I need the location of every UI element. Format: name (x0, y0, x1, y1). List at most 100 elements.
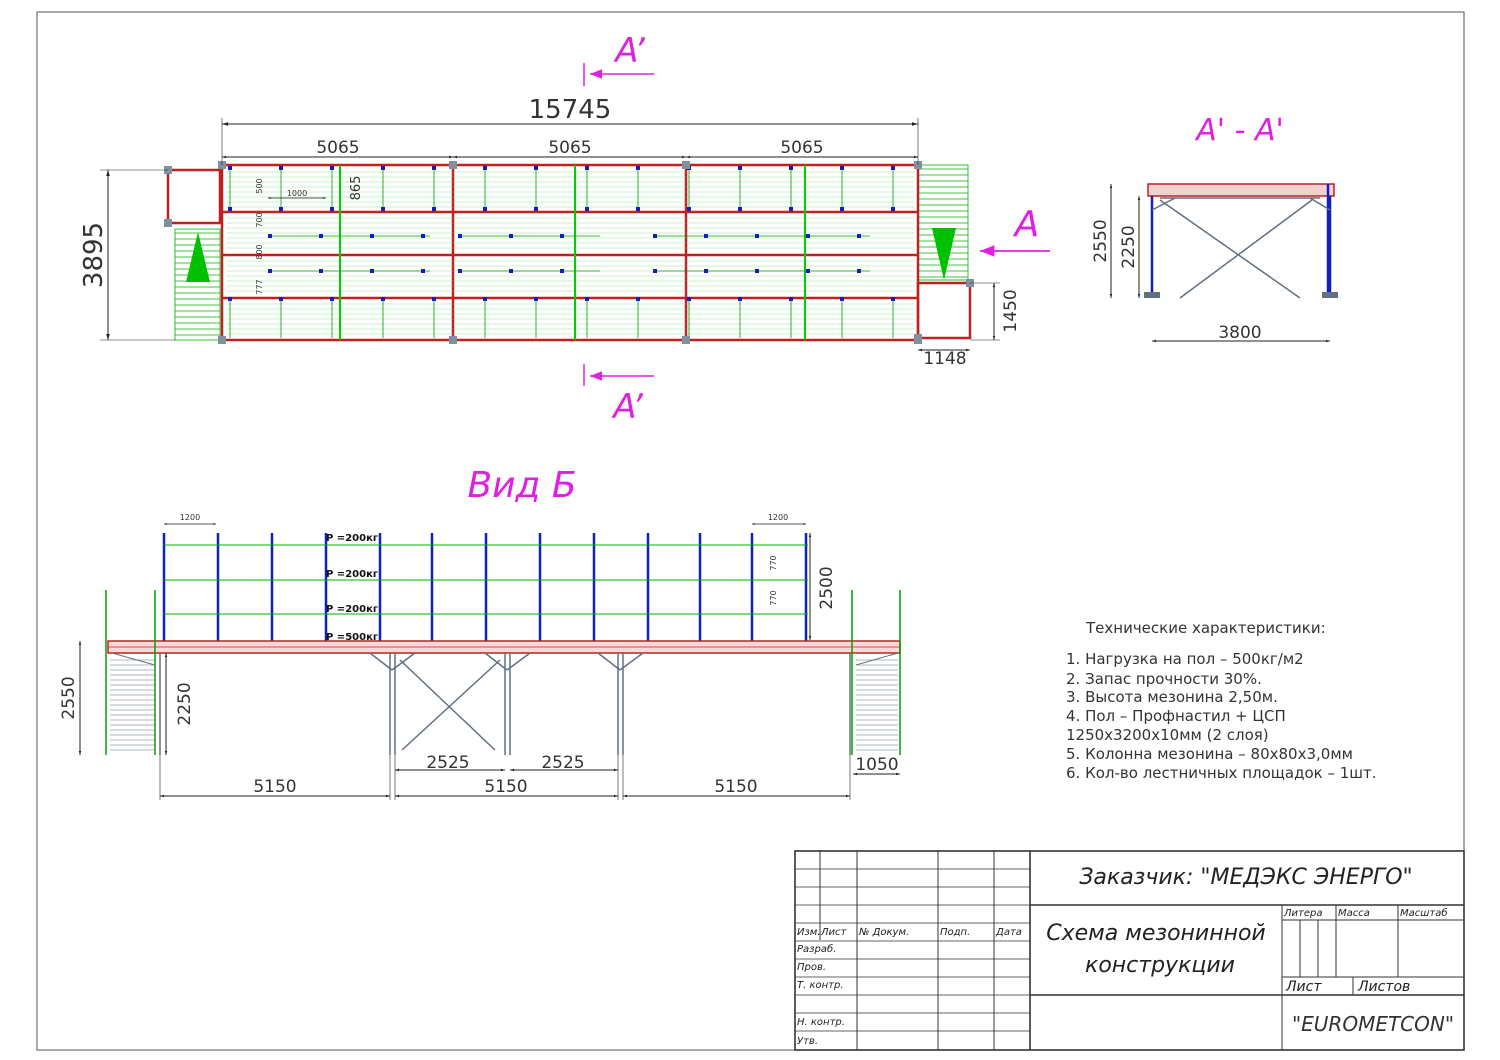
drawing-node (653, 234, 657, 238)
drawing-node (432, 297, 436, 301)
drawing-node (164, 219, 172, 227)
dim-inner-4: 777 (255, 279, 264, 294)
drawing-node (653, 269, 657, 273)
drawing-node (585, 207, 589, 211)
tech-specs: Технические характеристики: 1. Нагрузка … (1066, 619, 1377, 782)
drawing-node (687, 207, 691, 211)
view-b-stairs (105, 590, 901, 755)
dim-5150-a: 5150 (253, 777, 296, 797)
row-razrab: Разраб. (797, 943, 836, 955)
drawing-node (279, 207, 283, 211)
spec-item-1: 1. Нагрузка на пол – 500кг/м2 (1066, 650, 1304, 668)
drawing-node (330, 207, 334, 211)
drawing-node (560, 234, 564, 238)
dim-1000: 1000 (287, 189, 307, 198)
dim-5150-b: 5150 (484, 777, 527, 797)
drawing-node (228, 166, 232, 170)
section-label-bottom: A’ (611, 387, 644, 427)
drawing-node (891, 166, 895, 170)
title-block (794, 850, 1465, 1051)
dim-inner-1: 500 (255, 178, 264, 193)
dim-2525-b: 2525 (541, 753, 584, 773)
plan-frame (220, 163, 920, 342)
drawing-node (458, 269, 462, 273)
drawing-node (381, 166, 385, 170)
spec-item-6: 6. Кол-во лестничных площадок – 1шт. (1066, 764, 1377, 782)
dim-1450: 1450 (1001, 289, 1021, 332)
drawing-node (330, 297, 334, 301)
load-label-4: P =500кг (326, 632, 378, 643)
drawing-node (789, 207, 793, 211)
plan-stair-left (174, 228, 221, 341)
dim-aa-2250: 2250 (1119, 225, 1139, 268)
dim-770-a: 770 (769, 555, 778, 570)
drawing-node (585, 166, 589, 170)
load-label-2: P =200кг (326, 569, 378, 580)
drawing-node (585, 297, 589, 301)
drawing-node (840, 207, 844, 211)
drawing-node (279, 166, 283, 170)
drawing-node (857, 269, 861, 273)
drawing-node (789, 166, 793, 170)
massa-label: Масса (1338, 908, 1370, 919)
customer-name: Заказчик: "МЕДЭКС ЭНЕРГО" (1079, 865, 1412, 890)
dim-plan-height: 3895 (79, 222, 109, 288)
stair-direction-arrow-up (186, 232, 210, 282)
row-prov: Пров. (797, 962, 826, 973)
listov-label: Листов (1357, 979, 1410, 995)
drawing-node (789, 297, 793, 301)
spec-item-4b: 1250x3200x10мм (2 слоя) (1066, 726, 1269, 744)
drawing-line (111, 652, 156, 666)
dim-b-2250: 2250 (175, 682, 195, 725)
dim-865: 865 (349, 176, 364, 201)
drawing-node (806, 269, 810, 273)
spec-item-5: 5. Колонна мезонина – 80x80x3,0мм (1066, 745, 1353, 763)
row-utv: Утв. (797, 1036, 818, 1047)
drawing-node (421, 234, 425, 238)
drawing-name-line1: Схема мезонинной (1046, 921, 1265, 946)
drawing-node (370, 234, 374, 238)
col-podp: Подп. (940, 927, 970, 938)
dim-1148: 1148 (923, 349, 966, 369)
load-label-1: P =200кг (326, 533, 378, 544)
plan-grid (164, 161, 974, 344)
dim-2500: 2500 (817, 566, 837, 609)
drawing-node (381, 207, 385, 211)
plan-view: 15745 5065 5065 5065 3895 1000 865 500 7… (79, 31, 1050, 427)
col-date: Дата (995, 927, 1022, 938)
litera-label: Литера (1283, 908, 1322, 919)
drawing-node (738, 207, 742, 211)
drawing-node (704, 269, 708, 273)
drawing-node (483, 207, 487, 211)
drawing-node (682, 161, 690, 169)
sheet-frame (36, 11, 1465, 1051)
drawing-node (458, 234, 462, 238)
drawing-node (534, 297, 538, 301)
drawing-node (421, 269, 425, 273)
section-mark-top: A’ (583, 31, 654, 86)
row-tkontr: Т. контр. (797, 980, 844, 991)
drawing-node (432, 207, 436, 211)
drawing-node (738, 166, 742, 170)
drawing-node (687, 297, 691, 301)
drawing-node (330, 166, 334, 170)
view-arrow-a: A (980, 204, 1050, 257)
drawing-node (218, 336, 226, 344)
dim-1200-left: 1200 (180, 513, 200, 522)
drawing-node (636, 207, 640, 211)
drawing-node (682, 336, 690, 344)
dim-inner-3: 800 (255, 244, 264, 259)
drawing-node (268, 234, 272, 238)
spec-item-4: 4. Пол – Профнастил + ЦСП (1066, 707, 1286, 725)
dim-1200-right: 1200 (768, 513, 788, 522)
specs-title: Технические характеристики: (1085, 619, 1326, 637)
drawing-node (228, 207, 232, 211)
drawing-node (228, 297, 232, 301)
drawing-node (891, 207, 895, 211)
dim-2525-a: 2525 (426, 753, 469, 773)
plan-stair-right (917, 164, 969, 281)
drawing-node (319, 234, 323, 238)
dim-inner-2: 700 (255, 212, 264, 227)
stair-direction-arrow-down (932, 228, 956, 280)
